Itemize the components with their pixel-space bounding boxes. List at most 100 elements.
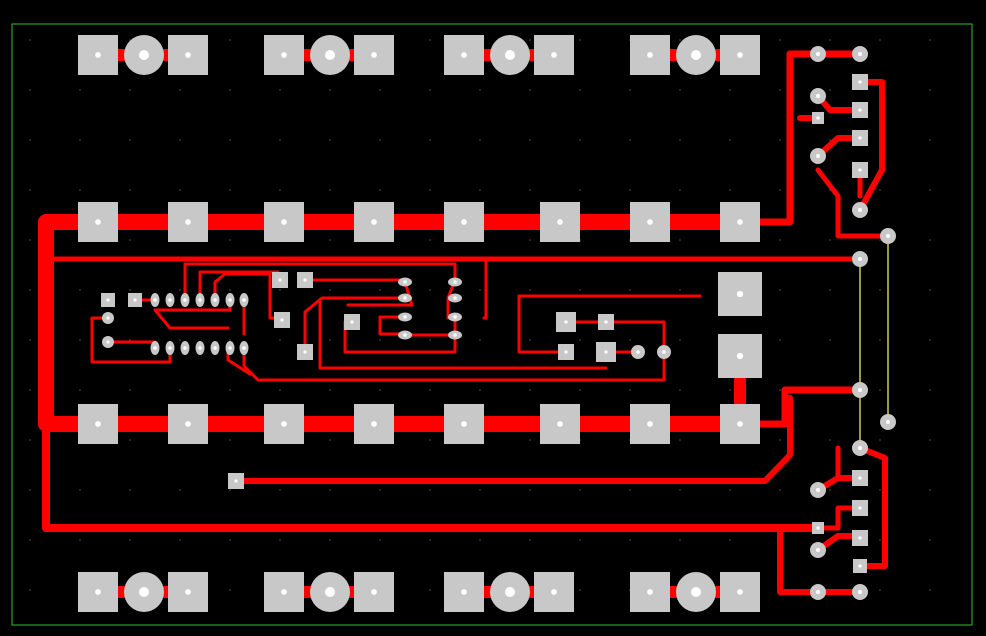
grid-dot	[29, 239, 31, 241]
trace-ic-3	[213, 272, 284, 320]
drill-hole	[168, 346, 172, 350]
grid-dot	[629, 489, 631, 491]
drill-hole	[691, 587, 701, 597]
grid-dot	[579, 489, 581, 491]
grid-dot	[779, 439, 781, 441]
grid-dot	[29, 139, 31, 141]
grid-dot	[329, 339, 331, 341]
grid-dot	[479, 389, 481, 391]
drill-hole	[183, 346, 187, 350]
grid-dot	[479, 89, 481, 91]
grid-dot	[879, 289, 881, 291]
grid-dot	[29, 189, 31, 191]
grid-dot	[429, 39, 431, 41]
grid-dot	[679, 189, 681, 191]
grid-dot	[79, 389, 81, 391]
drill-hole	[198, 346, 202, 350]
drill-hole	[886, 234, 890, 238]
drill-hole	[453, 296, 457, 300]
drill-hole	[858, 208, 862, 212]
grid-dot	[629, 139, 631, 141]
drill-hole	[858, 476, 862, 480]
grid-dot	[929, 139, 931, 141]
grid-dot	[79, 89, 81, 91]
trace-ic-2	[198, 270, 280, 302]
grid-dot	[379, 139, 381, 141]
grid-dot	[879, 39, 881, 41]
drill-hole	[737, 219, 743, 225]
grid-dot	[829, 439, 831, 441]
drill-hole	[213, 346, 217, 350]
grid-dot	[179, 539, 181, 541]
grid-dot	[79, 489, 81, 491]
drill-hole	[858, 168, 862, 172]
drill-hole	[153, 346, 157, 350]
grid-dot	[429, 339, 431, 341]
grid-dot	[879, 439, 881, 441]
drill-hole	[95, 219, 101, 225]
trace-bottom-right-1	[736, 386, 864, 428]
drill-hole	[816, 52, 820, 56]
grid-dot	[829, 289, 831, 291]
grid-dot	[679, 239, 681, 241]
grid-dot	[379, 89, 381, 91]
grid-dot	[179, 389, 181, 391]
grid-dot	[829, 489, 831, 491]
drill-hole	[453, 333, 457, 337]
grid-dot	[379, 389, 381, 391]
grid-dot	[929, 89, 931, 91]
grid-dot	[779, 289, 781, 291]
drill-hole	[106, 298, 110, 302]
grid-dot	[129, 539, 131, 541]
grid-dot	[829, 89, 831, 91]
grid-dot	[129, 189, 131, 191]
grid-dot	[79, 539, 81, 541]
grid-dot	[129, 139, 131, 141]
drill-hole	[737, 589, 743, 595]
grid-dot	[179, 339, 181, 341]
jumper-wires	[859, 236, 889, 448]
grid-dot	[329, 539, 331, 541]
grid-dot	[679, 289, 681, 291]
grid-dot	[329, 289, 331, 291]
grid-dot	[29, 589, 31, 591]
grid-dot	[529, 39, 531, 41]
pads-layer	[78, 35, 896, 612]
trace-ic-18	[90, 316, 172, 364]
grid-dot	[29, 39, 31, 41]
drill-hole	[564, 320, 568, 324]
drill-hole	[461, 52, 467, 58]
grid-dot	[779, 189, 781, 191]
grid-dot	[879, 239, 881, 241]
drill-hole	[371, 589, 377, 595]
trace-bottom-right-2	[233, 395, 793, 484]
drill-hole	[403, 315, 407, 319]
grid-dot	[279, 189, 281, 191]
drill-hole	[303, 278, 307, 282]
grid-dot	[279, 539, 281, 541]
drill-hole	[858, 108, 862, 112]
grid-dot	[529, 539, 531, 541]
grid-dot	[479, 489, 481, 491]
grid-dot	[279, 389, 281, 391]
drill-hole	[461, 219, 467, 225]
grid-dot	[529, 189, 531, 191]
drill-hole	[816, 154, 820, 158]
grid-dot	[579, 589, 581, 591]
grid-dot	[479, 289, 481, 291]
grid-dot	[829, 239, 831, 241]
grid-dot	[429, 189, 431, 191]
trace-ic-6	[482, 257, 488, 320]
grid-dot	[329, 139, 331, 141]
drill-hole	[403, 333, 407, 337]
grid-dot	[229, 439, 231, 441]
drill-hole	[453, 280, 457, 284]
grid-dot	[279, 489, 281, 491]
drill-hole	[858, 136, 862, 140]
grid-dot	[29, 339, 31, 341]
grid-dot	[629, 539, 631, 541]
drill-hole	[350, 320, 354, 324]
drill-hole	[403, 280, 407, 284]
grid-dot	[429, 389, 431, 391]
grid-dot	[629, 389, 631, 391]
